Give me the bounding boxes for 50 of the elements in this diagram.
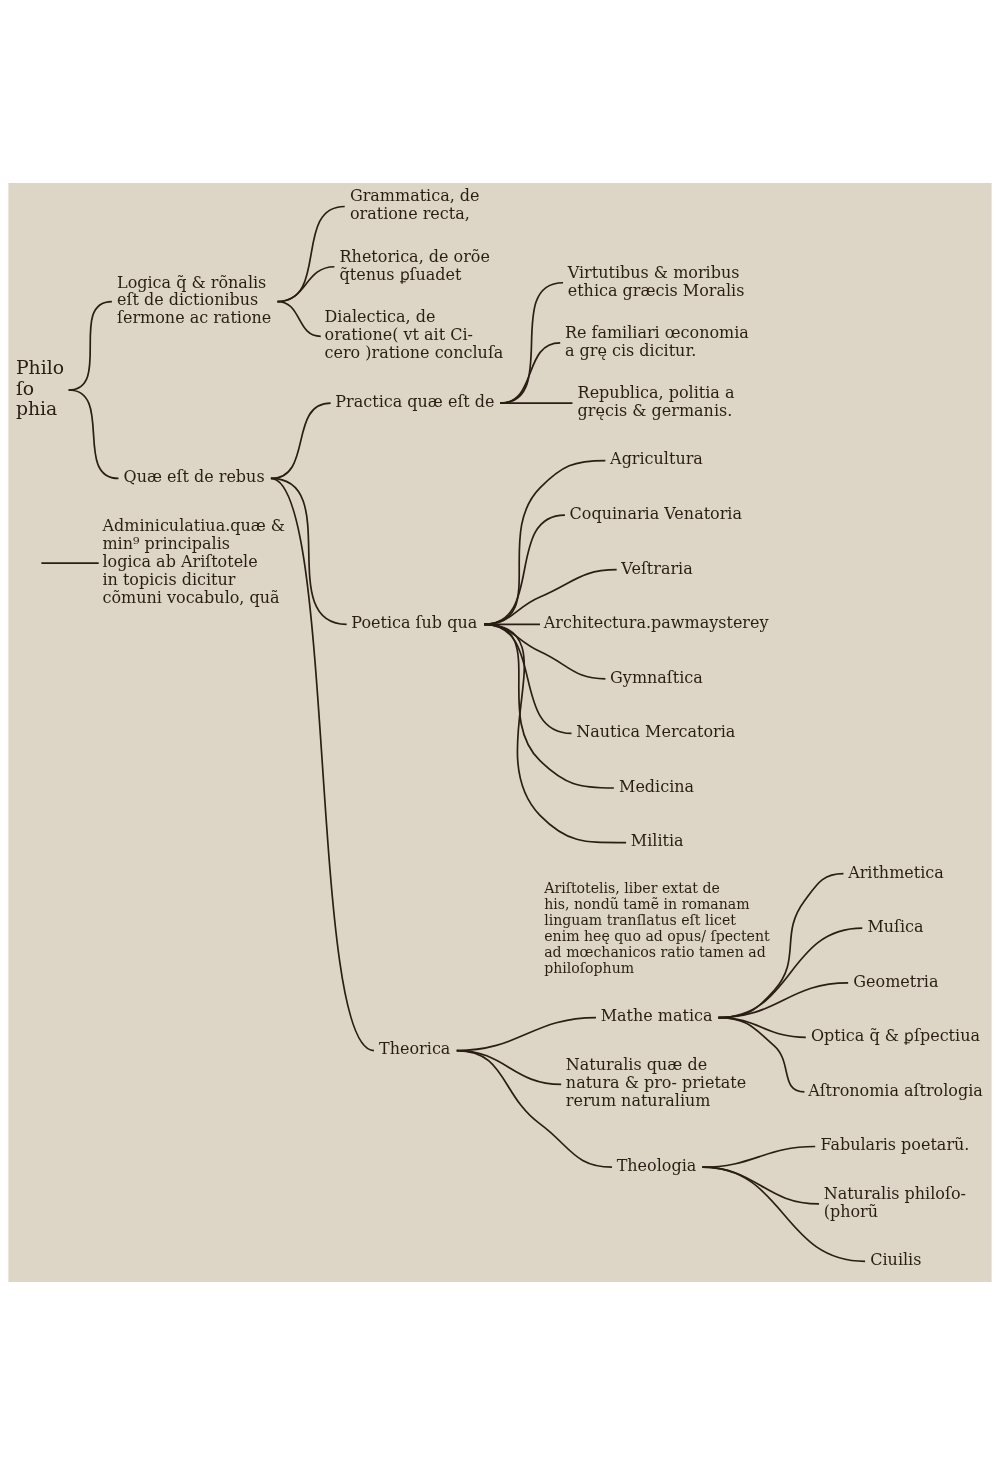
label: Ariſtotelis, liber extat de his, nondũ tamẽ in romanam linguam tranſlatus eſt licet enim heę quo ad opus/ ſpectent ad mœchanicos ratio tamen ad philoſophum xyxy=(544,880,770,977)
node-text: Rhetorica, de orõe q̃tenus ꝑſuadet xyxy=(339,246,490,284)
connector xyxy=(483,623,627,844)
connector xyxy=(483,623,615,789)
node-text: Naturalis philoſo- (phorũ xyxy=(823,1183,966,1221)
node-text: Gymnaſtica xyxy=(610,667,703,687)
connector xyxy=(483,514,566,626)
node-text: Poetica ſub qua xyxy=(351,613,478,633)
node-text: Naturalis quæ de natura & pro- prietate rerum naturalium xyxy=(565,1055,747,1111)
node-text: Veſtraria xyxy=(621,558,693,578)
connector xyxy=(276,300,322,338)
connector xyxy=(483,459,607,626)
node-text: Republica, politia a gręcis & germanis. xyxy=(577,383,735,420)
connector xyxy=(483,568,618,626)
node-text: Grammatica, de oratione recta, xyxy=(349,186,480,224)
connector xyxy=(270,477,375,1052)
connector xyxy=(270,402,332,480)
node-text: Dialectica, de oratione( vt ait Ci- cero )ratione concluſa xyxy=(324,307,504,363)
node-text: Philo ſo phia xyxy=(15,357,64,420)
connector xyxy=(67,389,120,480)
node-text: Theologia xyxy=(616,1156,697,1176)
node-text: Theorica xyxy=(379,1039,451,1059)
node-text: Virtutibus & moribus ethica græcis Moralis xyxy=(567,262,745,300)
connector xyxy=(499,402,574,405)
node-text: Fabularis poetarũ. xyxy=(820,1135,970,1155)
node-text: Architectura.pawmaysterey xyxy=(543,613,769,633)
node-text: Coquinaria Venatoria xyxy=(569,504,742,523)
node-text: Agricultura xyxy=(610,449,703,469)
connector xyxy=(483,623,573,735)
node-text: Ciuilis xyxy=(870,1250,922,1270)
node-text: Quæ eſt de rebus xyxy=(123,467,265,487)
node-text: Aſtronomia aſtrologia xyxy=(808,1080,983,1100)
node-text: Re familiari œconomia a grę cis dicitur. xyxy=(564,322,749,360)
connector xyxy=(40,562,100,564)
node-text: Practica quæ eſt de xyxy=(335,392,495,412)
node-text: Muſica xyxy=(867,917,924,937)
node-text: Medicina xyxy=(619,776,695,796)
connector xyxy=(717,1016,806,1093)
node-text: Optica q̃ & ꝑſpectiua xyxy=(810,1026,980,1046)
node-text: Mathe matica xyxy=(600,1006,713,1026)
connector xyxy=(483,623,541,626)
connector xyxy=(455,1049,613,1169)
node-text: Nautica Mercatoria xyxy=(576,722,736,742)
connector xyxy=(701,1166,866,1263)
node-text: Logica q̃ & rõnalis eſt de dictionibus ſermone ac ratione xyxy=(117,272,272,328)
node-text: Adminiculatiua.quæ & min⁹ principalis logica ab Ariſtotele in topicis dicitur cõmuni vocabulo, quã xyxy=(102,516,286,607)
connector xyxy=(483,623,607,680)
node-text: Arithmetica xyxy=(848,862,944,882)
node-text: Militia xyxy=(630,831,684,851)
node-text: Geometria xyxy=(853,971,939,991)
